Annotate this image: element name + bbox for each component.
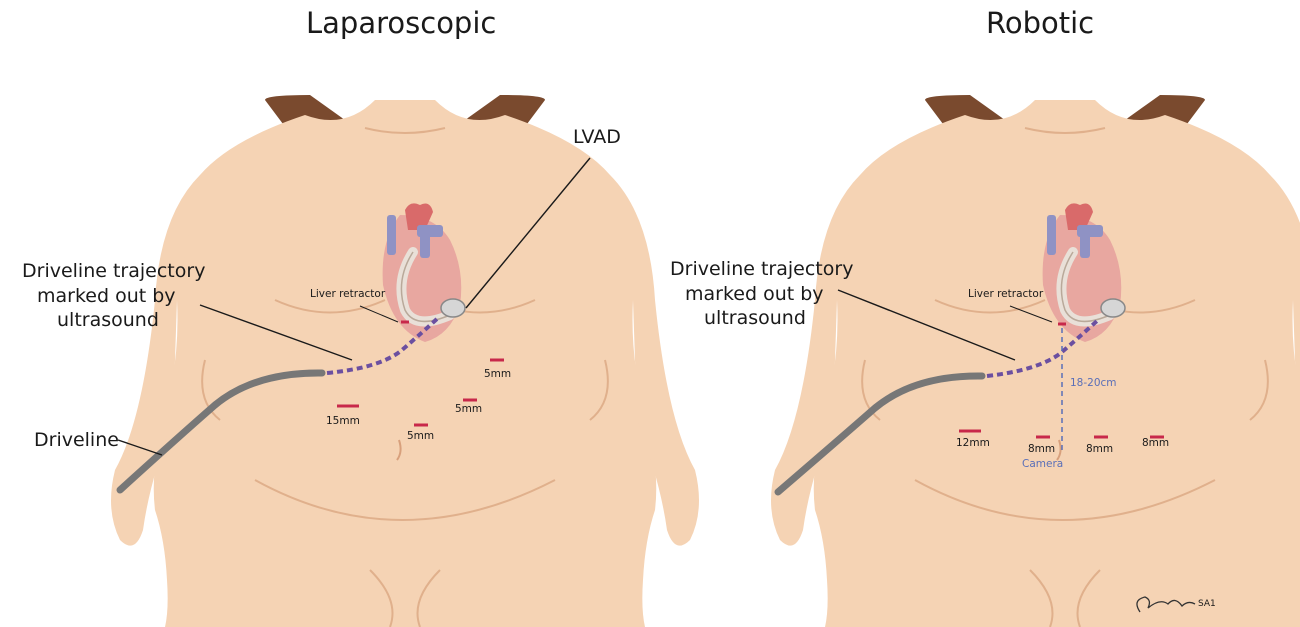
label-trajectory-left-2: marked out by — [37, 285, 176, 307]
label-port-8mm-camera: 8mm — [1028, 443, 1055, 455]
label-trajectory-left-3: ultrasound — [57, 309, 159, 331]
label-liver-retractor-right: Liver retractor — [968, 288, 1044, 300]
label-port-5mm-c: 5mm — [407, 430, 434, 442]
label-port-15mm: 15mm — [326, 415, 360, 427]
label-port-12mm: 12mm — [956, 437, 990, 449]
label-trajectory-left-1: Driveline trajectory — [22, 260, 205, 282]
label-camera: Camera — [1022, 458, 1063, 470]
torso-robotic — [771, 95, 1300, 627]
label-trajectory-right-2: marked out by — [685, 283, 824, 305]
label-port-5mm-a: 5mm — [484, 368, 511, 380]
label-driveline: Driveline — [34, 429, 119, 451]
label-port-8mm-b: 8mm — [1142, 437, 1169, 449]
label-lvad: LVAD — [573, 126, 621, 148]
torso-laparoscopic — [111, 95, 699, 627]
label-port-5mm-b: 5mm — [455, 403, 482, 415]
signature-text: SA1 — [1198, 599, 1216, 609]
label-port-8mm-a: 8mm — [1086, 443, 1113, 455]
label-liver-retractor-left: Liver retractor — [310, 288, 386, 300]
label-trajectory-right-1: Driveline trajectory — [670, 258, 853, 280]
label-trajectory-right-3: ultrasound — [704, 307, 806, 329]
label-distance: 18-20cm — [1070, 377, 1117, 389]
